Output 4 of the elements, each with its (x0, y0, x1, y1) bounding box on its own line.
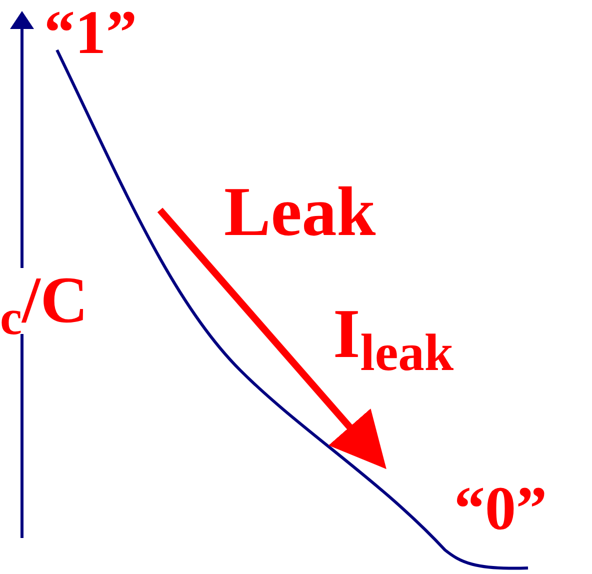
label: Leak (224, 178, 376, 248)
label: I$_{leak}$ (333, 300, 454, 370)
label: “1” (44, 2, 137, 64)
label: “0” (454, 478, 547, 540)
